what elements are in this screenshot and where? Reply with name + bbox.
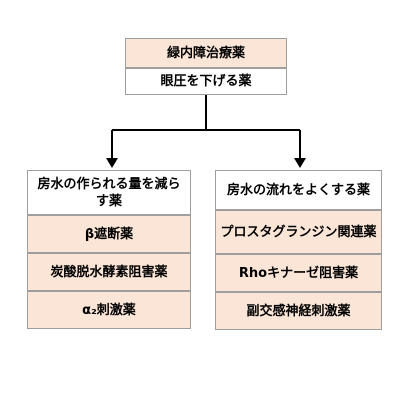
right-item-box-2: Rhoキナーゼ阻害薬 <box>215 254 382 292</box>
right-header-box: 房水の流れをよくする薬 <box>215 170 382 210</box>
right-arrowhead <box>294 158 306 168</box>
root-subtitle: 眼圧を下げる薬 <box>160 74 252 89</box>
left-item-box-1: β遮断薬 <box>27 215 191 253</box>
right-item-rho-kinase-inhibitor: Rhoキナーゼ阻害薬 <box>238 265 359 281</box>
right-item-prostaglandin: プロスタグランジン関連薬 <box>220 224 377 240</box>
right-header: 房水の流れをよくする薬 <box>226 182 370 198</box>
right-item-parasympathomimetic: 副交感神経刺激薬 <box>246 303 351 319</box>
root-title: 緑内障治療薬 <box>166 45 245 61</box>
left-item-carbonic-anhydrase-inhibitor: 炭酸脱水酵素阻害薬 <box>50 264 168 280</box>
left-item-box-3: α₂刺激薬 <box>27 291 191 329</box>
right-item-box-3: 副交感神経刺激薬 <box>215 292 382 330</box>
left-header: 房水の作られる量を減らす薬 <box>37 176 181 209</box>
root-subtitle-box: 眼圧を下げる薬 <box>125 68 287 95</box>
root-title-box: 緑内障治療薬 <box>125 38 287 68</box>
right-item-box-1: プロスタグランジン関連薬 <box>215 210 382 254</box>
left-arrowhead <box>106 158 118 168</box>
left-header-box: 房水の作られる量を減らす薬 <box>27 170 191 215</box>
left-item-box-2: 炭酸脱水酵素阻害薬 <box>27 253 191 291</box>
left-item-beta-blocker: β遮断薬 <box>84 226 134 242</box>
left-item-alpha2-agonist: α₂刺激薬 <box>82 302 136 318</box>
